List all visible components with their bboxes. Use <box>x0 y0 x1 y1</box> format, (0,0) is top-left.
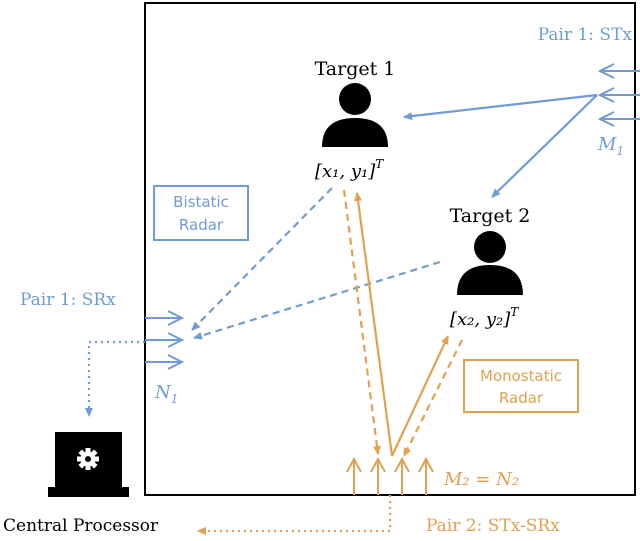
bistatic-radar-label-line1: Bistatic <box>173 193 229 211</box>
pair1-srx-label: Pair 1: SRx <box>20 290 116 310</box>
antenna-icon <box>597 63 640 79</box>
target1-label: Target 1 <box>315 58 396 80</box>
target1-to-srx-arrow <box>191 187 333 331</box>
person-icon <box>322 83 388 147</box>
target2-echo-arrow <box>403 339 463 457</box>
pair1-stx-label: Pair 1: STx <box>538 25 633 45</box>
antenna-icon <box>346 456 362 495</box>
target2-coordinate: [x₂, y₂]T <box>450 305 519 330</box>
central-processor-label: Central Processor <box>3 516 159 536</box>
target2-label: Target 2 <box>450 205 531 227</box>
antenna-icon <box>394 456 410 495</box>
stx-to-target1-arrow <box>403 93 598 121</box>
antenna-icon <box>418 456 434 495</box>
bistatic-radar-box <box>153 185 249 241</box>
pair2-to-processor-link <box>197 495 392 535</box>
monostatic-radar-label-line2: Radar <box>499 389 544 407</box>
laptop-gear-icon <box>48 432 129 497</box>
antenna-icon <box>370 456 386 495</box>
stx-antenna-array <box>597 63 640 127</box>
n1-label: N1 <box>154 382 178 406</box>
target2-tx-arrow <box>391 335 449 457</box>
pair2-label: Pair 2: STx-SRx <box>426 516 560 536</box>
antenna-icon <box>145 332 185 348</box>
monostatic-radar-label-line1: Monostatic <box>480 367 562 385</box>
monostatic-radar-box <box>463 359 579 413</box>
m1-label: M1 <box>597 134 624 158</box>
target1-coordinate: [x₁, y₁]T <box>315 157 384 182</box>
pair2-antenna-array <box>346 456 434 495</box>
person-icon <box>457 231 523 295</box>
antenna-icon <box>597 87 640 103</box>
antenna-icon <box>597 111 640 127</box>
bistatic-radar-label-line2: Radar <box>179 216 224 234</box>
m2-n2-label: M₂ = N₂ <box>443 469 519 490</box>
target2-to-srx-arrow <box>193 260 441 340</box>
srx-to-processor-link <box>85 340 145 417</box>
antenna-icon <box>145 310 185 326</box>
stx-to-target2-arrow <box>491 94 598 198</box>
target1-echo-arrow <box>342 189 381 455</box>
antenna-icon <box>145 354 185 370</box>
target1-tx-arrow <box>354 192 394 457</box>
srx-antenna-array <box>145 310 185 370</box>
